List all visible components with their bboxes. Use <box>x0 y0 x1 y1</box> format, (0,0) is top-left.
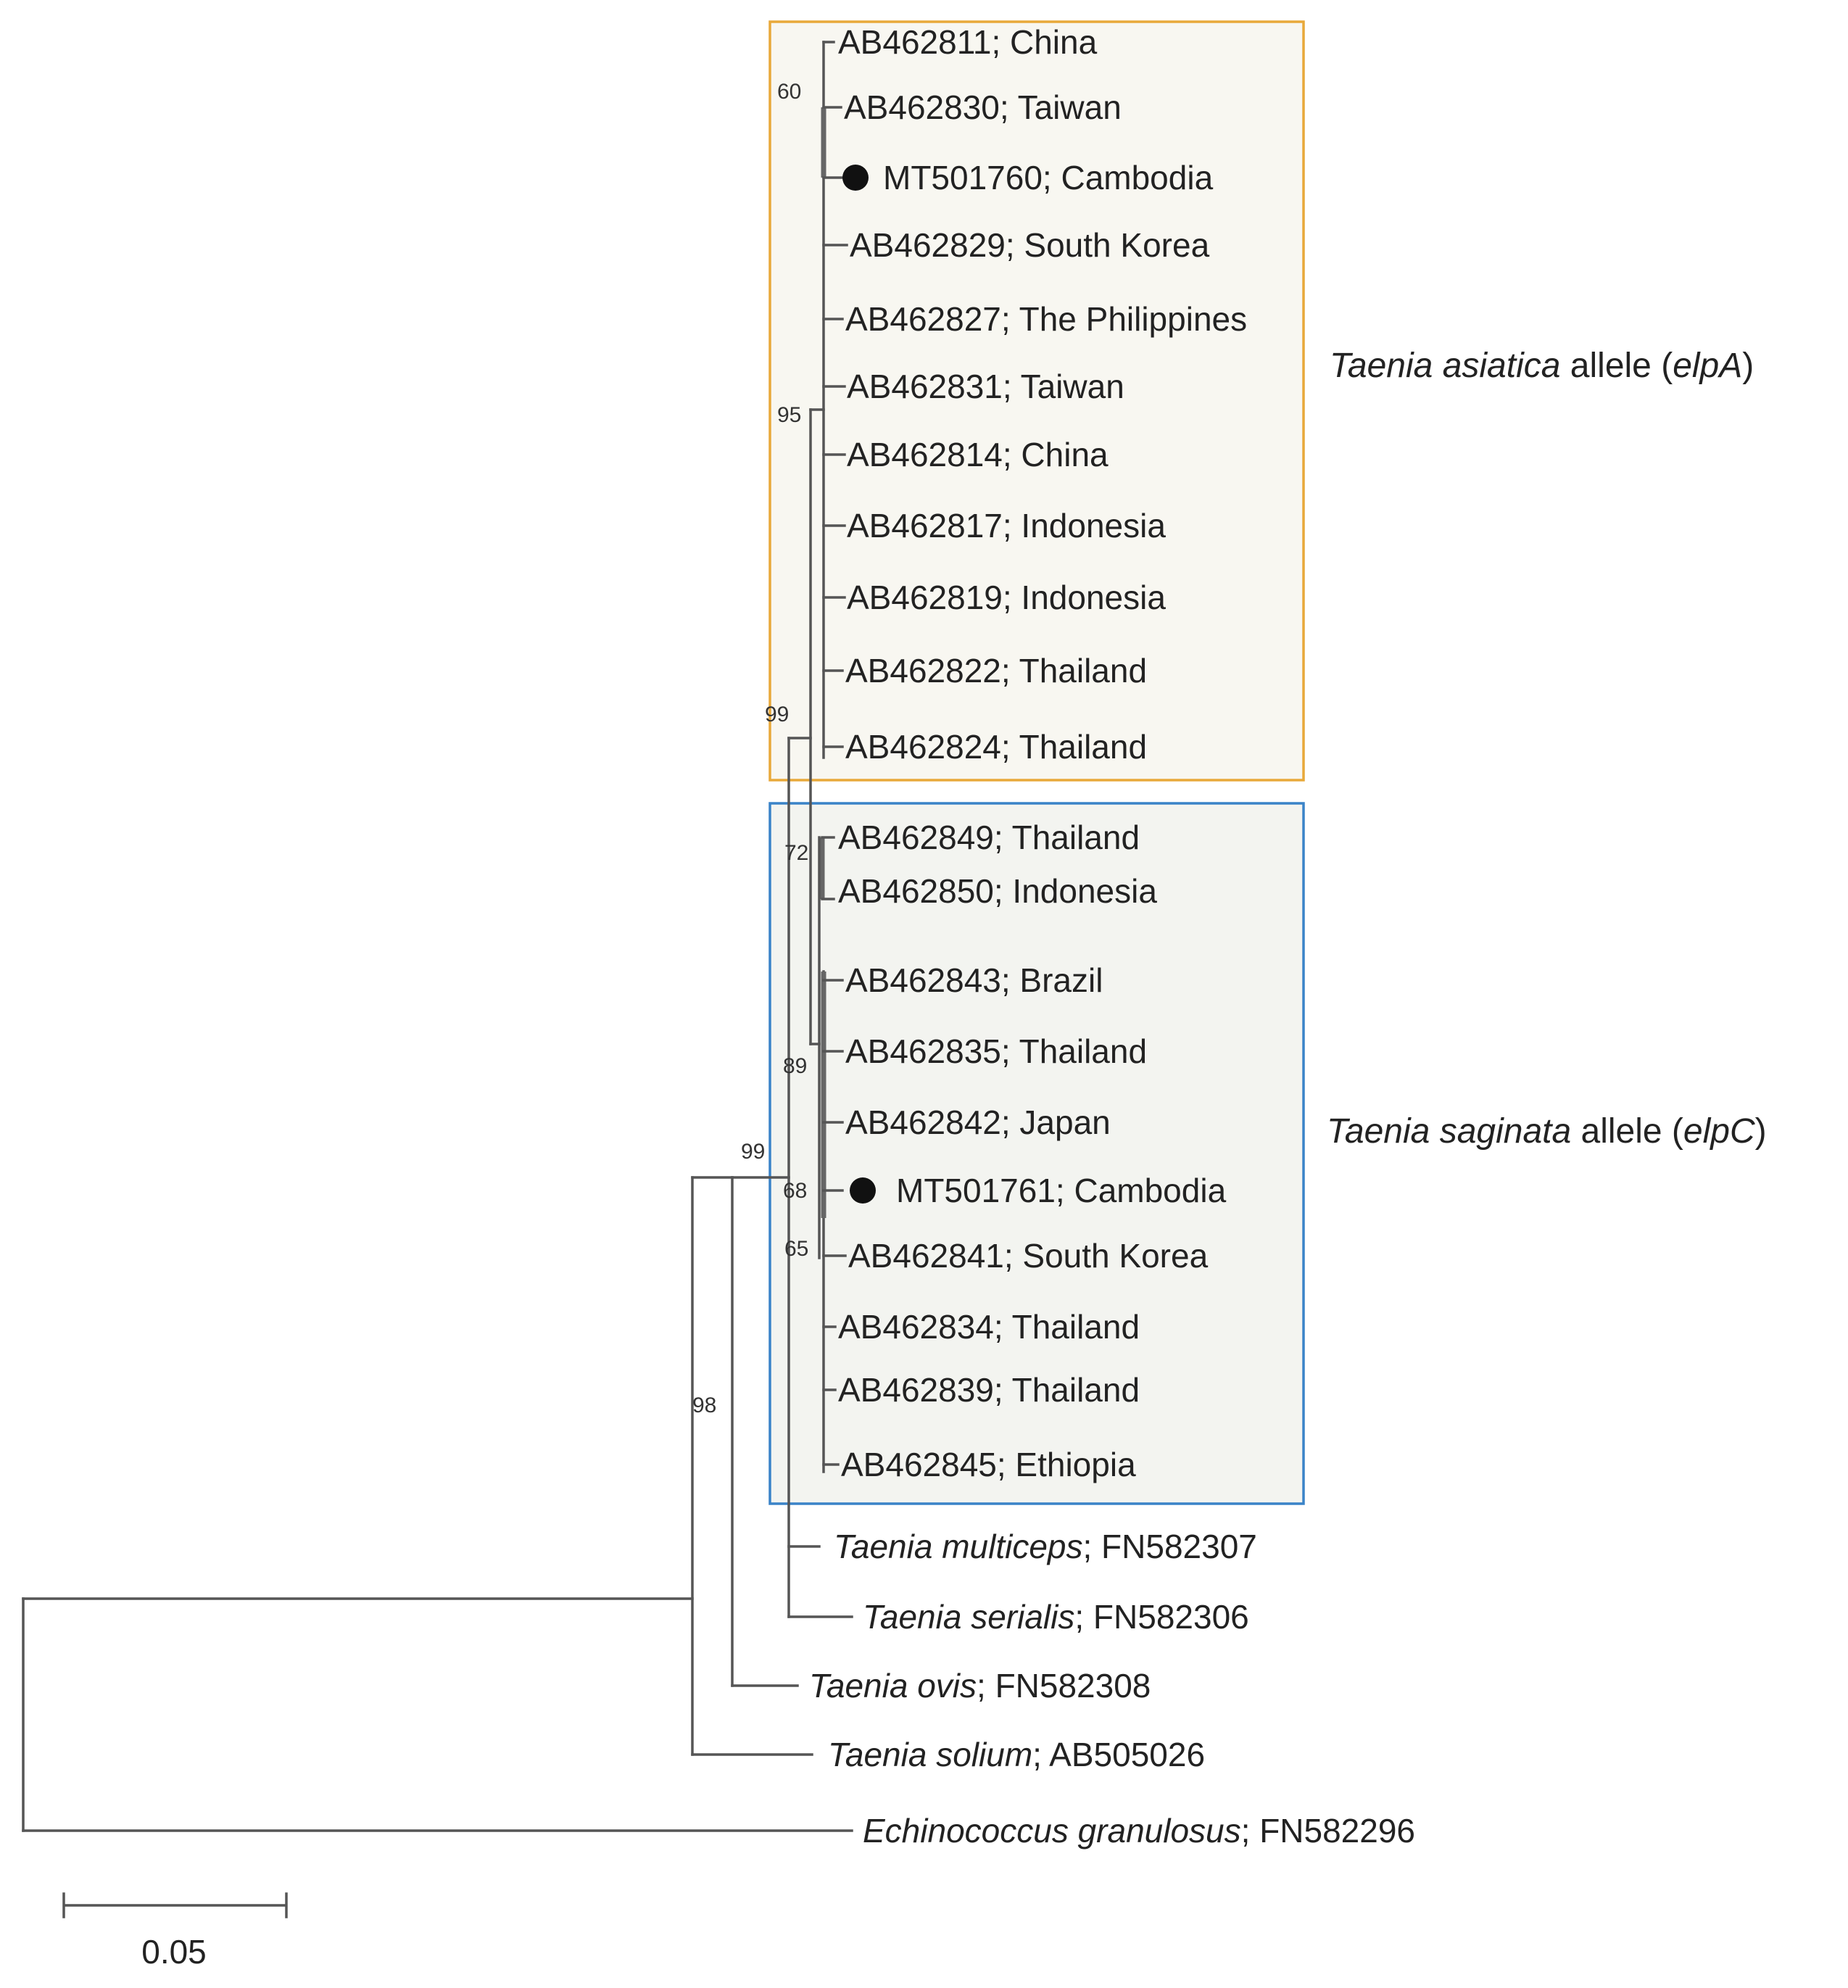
bootstrap-value: 68 <box>783 1179 807 1203</box>
leaf-label: AB462850; Indonesia <box>838 872 1157 910</box>
leaf-label: AB462842; Japan <box>845 1103 1111 1141</box>
leaf-label: AB462834; Thailand <box>838 1308 1140 1346</box>
leaf-label: AB462811; China <box>838 23 1098 61</box>
tree-branches <box>22 41 853 1832</box>
leaf-label: AB462835; Thailand <box>845 1032 1147 1070</box>
bootstrap-value: 60 <box>777 80 801 104</box>
leaf-label: AB462849; Thailand <box>838 819 1140 856</box>
leaf-label: Echinococcus granulosus; FN582296 <box>863 1812 1415 1850</box>
leaves-outgroups: Taenia multiceps; FN582307 Taenia serial… <box>809 1528 1415 1850</box>
bootstrap-value: 65 <box>784 1237 808 1261</box>
leaves-taenia-asiatica: AB462811; China AB462830; Taiwan MT50176… <box>822 23 1247 766</box>
bootstrap-value: 99 <box>765 703 789 726</box>
scale-bar-line <box>62 1892 288 1918</box>
leaf-label: Taenia solium; AB505026 <box>828 1736 1205 1773</box>
leaf-label: AB462843; Brazil <box>845 961 1103 999</box>
leaf-label: AB462814; China <box>847 436 1109 473</box>
leaf-label: AB462827; The Philippines <box>845 300 1247 338</box>
leaf-label: AB462831; Taiwan <box>847 368 1124 405</box>
leaf-label: MT501761; Cambodia <box>896 1172 1227 1209</box>
scale-bar: 0.05 <box>62 1892 288 1971</box>
clade-box-taenia-asiatica <box>768 20 1305 782</box>
leaf-label: Taenia multiceps; FN582307 <box>834 1528 1257 1565</box>
scale-bar-label: 0.05 <box>141 1933 207 1971</box>
bootstrap-value: 98 <box>692 1393 716 1417</box>
bootstrap-value: 95 <box>777 403 801 427</box>
leaf-label: AB462845; Ethiopia <box>841 1446 1136 1483</box>
bootstrap-value: 72 <box>784 841 808 865</box>
leaf-label: MT501760; Cambodia <box>883 159 1214 196</box>
leaf-label: AB462817; Indonesia <box>847 507 1166 544</box>
leaf-label: AB462839; Thailand <box>838 1371 1140 1409</box>
leaf-label: AB462829; South Korea <box>850 226 1210 264</box>
clade-label-taenia-saginata: Taenia saginata allele (elpC) <box>1327 1112 1767 1151</box>
leaf-label: AB462822; Thailand <box>845 652 1147 689</box>
leaf-branches <box>821 836 847 1466</box>
leaf-label: AB462819; Indonesia <box>847 579 1166 616</box>
leaf-label: Taenia serialis; FN582306 <box>863 1598 1249 1636</box>
bootstrap-values: 60 95 99 72 89 99 68 65 98 <box>692 80 808 1417</box>
leaf-branches <box>822 41 848 748</box>
cambodia-marker-icon <box>850 1177 876 1204</box>
leaf-label: AB462841; South Korea <box>848 1237 1209 1275</box>
clade-box-taenia-saginata <box>768 802 1305 1505</box>
bootstrap-value: 89 <box>783 1054 807 1078</box>
clade-label-taenia-asiatica: Taenia asiatica allele (elpA) <box>1330 347 1754 385</box>
leaf-label: Taenia ovis; FN582308 <box>809 1667 1151 1705</box>
cambodia-marker-icon <box>842 165 869 191</box>
leaves-taenia-saginata: AB462849; Thailand AB462850; Indonesia A… <box>821 819 1227 1483</box>
leaf-label: AB462830; Taiwan <box>844 88 1122 126</box>
leaf-label: AB462824; Thailand <box>845 728 1147 766</box>
bootstrap-value: 99 <box>741 1140 765 1164</box>
